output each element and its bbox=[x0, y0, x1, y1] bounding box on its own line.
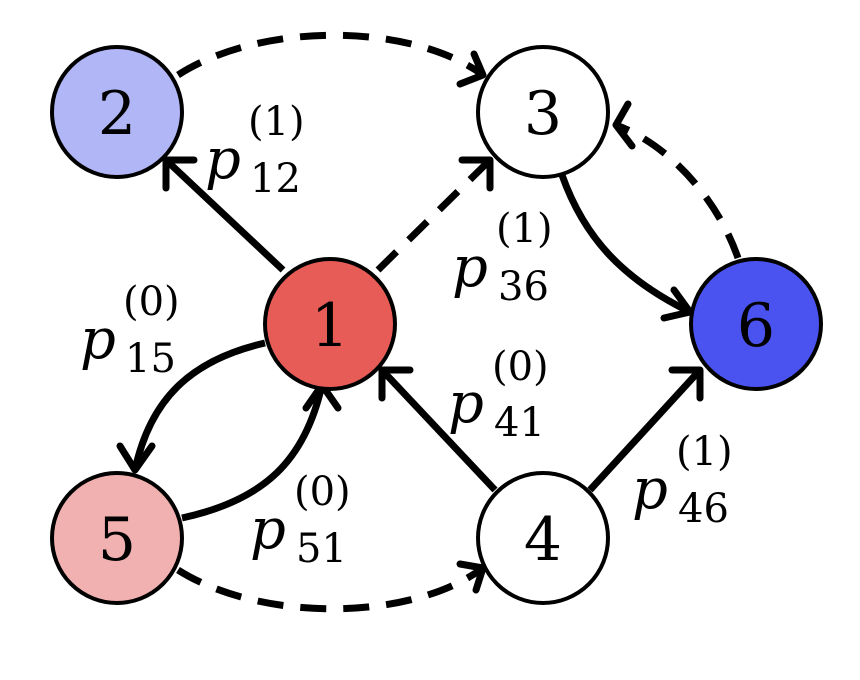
arrowhead-to-3-from-1 bbox=[458, 156, 494, 192]
label-p51-sub: 51 bbox=[296, 526, 347, 572]
label-p46-sub: 46 bbox=[678, 486, 729, 532]
node-6-label: 6 bbox=[737, 291, 775, 361]
label-p15: p (0) 15 bbox=[80, 279, 180, 382]
label-p51: p (0) 51 bbox=[250, 469, 351, 572]
node-4-circle bbox=[476, 471, 610, 605]
label-p15-sub: 15 bbox=[125, 336, 176, 382]
arrowhead-to-3-from-2 bbox=[456, 50, 487, 88]
label-p41-base: p bbox=[448, 371, 484, 436]
node-6-circle bbox=[689, 257, 823, 391]
label-p41-sup: (0) bbox=[492, 344, 549, 390]
edge-2-to-3-dashed bbox=[176, 31, 486, 78]
edge-6-to-3-dashed bbox=[614, 121, 742, 260]
edges bbox=[131, 31, 742, 613]
label-p36-sub: 36 bbox=[498, 264, 549, 310]
label-p41-sub: 41 bbox=[494, 400, 545, 446]
label-p51-sup: (0) bbox=[294, 469, 351, 515]
node-3-circle bbox=[476, 45, 610, 179]
label-p15-base: p bbox=[80, 307, 116, 372]
node-3-label: 3 bbox=[524, 79, 562, 149]
node-2: 2 bbox=[50, 45, 184, 179]
label-p51-base: p bbox=[250, 497, 286, 562]
label-p46-sup: (1) bbox=[676, 429, 733, 475]
label-p12-sub: 12 bbox=[250, 156, 301, 202]
label-p12-base: p bbox=[205, 127, 241, 192]
edge-1-to-3-dashed bbox=[375, 157, 493, 273]
arrowhead-to-6-from-3 bbox=[660, 286, 694, 322]
label-p36-base: p bbox=[452, 235, 488, 300]
node-2-circle bbox=[50, 45, 184, 179]
node-6: 6 bbox=[689, 257, 823, 391]
node-5-circle bbox=[50, 471, 184, 605]
edge-1-to-5 bbox=[131, 339, 266, 471]
edge-1-to-2 bbox=[163, 157, 286, 273]
node-4-label: 4 bbox=[524, 505, 562, 575]
edge-5-to-1 bbox=[181, 384, 326, 522]
edge-4-to-6 bbox=[587, 367, 703, 493]
node-3: 3 bbox=[476, 45, 610, 179]
arrowhead-to-5 bbox=[116, 442, 156, 474]
label-p12-sup: (1) bbox=[248, 99, 305, 145]
node-1-circle bbox=[263, 257, 397, 391]
label-p36-sup: (1) bbox=[496, 206, 553, 252]
arrowhead-to-4-from-5 bbox=[456, 560, 487, 594]
edge-4-to-1 bbox=[379, 367, 498, 493]
node-5: 5 bbox=[50, 471, 184, 605]
node-1-label: 1 bbox=[311, 291, 349, 361]
node-2-label: 2 bbox=[98, 79, 136, 149]
arrowhead-to-6-from-4 bbox=[668, 366, 704, 402]
node-5-label: 5 bbox=[98, 505, 136, 575]
edge-3-to-6 bbox=[558, 173, 692, 316]
arrowhead-to-3-from-6 bbox=[612, 100, 636, 150]
node-4: 4 bbox=[476, 471, 610, 605]
label-p12: p (1) 12 bbox=[205, 99, 305, 202]
arrowhead-to-1-from-4 bbox=[378, 366, 414, 402]
arrowhead-to-2 bbox=[162, 156, 198, 192]
label-p46: p (1) 46 bbox=[632, 429, 733, 532]
node-1: 1 bbox=[263, 257, 397, 391]
label-p15-sup: (0) bbox=[123, 279, 180, 325]
edge-5-to-4-dashed bbox=[176, 565, 486, 613]
label-p36: p (1) 36 bbox=[452, 206, 553, 310]
label-p41: p (0) 41 bbox=[448, 344, 549, 446]
label-p46-base: p bbox=[632, 457, 668, 522]
